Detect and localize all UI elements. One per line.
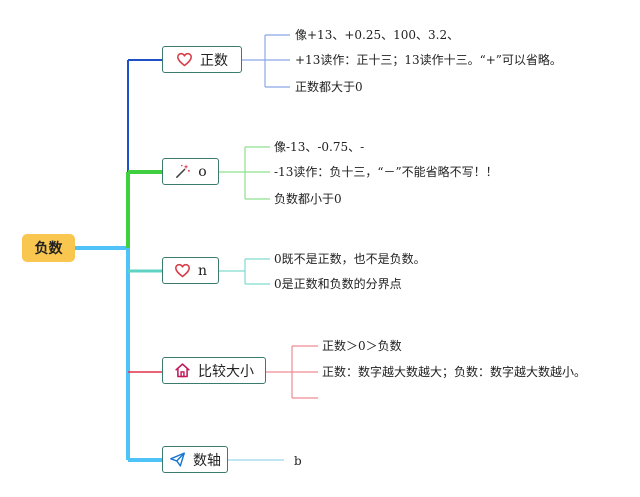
branch-node-positive[interactable]: 正数 — [162, 46, 242, 73]
branch-label-1: 正数 — [200, 52, 228, 69]
heart-outline-icon — [174, 262, 191, 279]
send-plane-icon — [169, 451, 186, 468]
branch-node-negative[interactable]: o — [162, 158, 219, 185]
magic-wand-icon — [174, 163, 191, 180]
branch-label-4: 比较大小 — [198, 363, 254, 380]
branch-label-5: 数轴 — [193, 452, 221, 469]
leaf-positive-reading: +13读作：正十三；13读作十三。“+”可以省略。 — [295, 53, 562, 67]
heart-outline-icon — [176, 51, 193, 68]
leaf-zero-neither: 0既不是正数，也不是负数。 — [274, 252, 426, 266]
leaf-negative-reading: -13读作：负十三，“－”不能省略不写！！ — [274, 165, 498, 179]
leaf-zero-boundary: 0是正数和负数的分界点 — [274, 277, 402, 291]
home-icon — [174, 362, 191, 379]
leaf-negative-rule: 负数都小于0 — [274, 192, 342, 206]
leaf-bracket-1 — [242, 34, 290, 88]
leaf-positive-rule: 正数都大于0 — [295, 80, 363, 94]
leaf-number-line: b — [294, 454, 302, 468]
branch-label-3: n — [197, 262, 208, 279]
leaf-bracket-3 — [219, 258, 270, 285]
branch-label-2: o — [198, 163, 207, 180]
root-node[interactable]: 负数 — [22, 234, 75, 262]
leaf-bracket-2 — [219, 146, 270, 200]
leaf-bracket-4 — [266, 345, 318, 399]
branch-node-zero[interactable]: n — [162, 257, 219, 284]
leaf-compare-rule: 正数：数字越大数越大；负数：数字越大数越小。 — [322, 365, 587, 379]
branch-node-compare[interactable]: 比较大小 — [162, 357, 266, 384]
branch-node-number-line[interactable]: 数轴 — [162, 446, 228, 473]
leaf-compare-order: 正数＞0＞负数 — [322, 339, 402, 353]
leaf-negative-examples: 像-13、-0.75、- — [274, 140, 365, 154]
leaf-positive-examples: 像+13、+0.25、100、3.2、 — [295, 28, 460, 42]
root-label: 负数 — [34, 241, 63, 257]
